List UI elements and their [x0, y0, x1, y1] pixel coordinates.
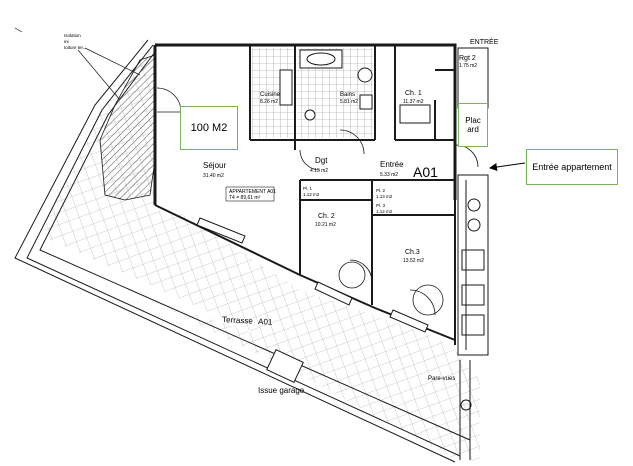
area-callout-text: 100 M2 — [190, 122, 228, 134]
room-labels: Séjour 31.40 m2 Cuisine 8.26 m2 Bains 5.… — [64, 33, 499, 395]
pare-vues-label: Pare-vues — [428, 376, 455, 382]
apartment-box-line2: T4 = 89,61 m² — [229, 195, 261, 201]
room-name-rgt2: Rgt 2 — [459, 55, 476, 62]
room-name-sejour: Séjour — [203, 161, 226, 170]
top-note-line2: ex — [64, 39, 70, 44]
exterior-walls — [153, 43, 457, 345]
room-name-bains: Bains — [340, 92, 355, 98]
terrace-name: Terrasse — [222, 315, 254, 326]
apartment-box: APPARTEMENT A01 T4 = 89,61 m² — [225, 186, 276, 202]
room-name-pl3: Pl. 3 — [376, 203, 386, 208]
leader-lines — [14, 27, 141, 101]
room-area-cuisine: 8.26 m2 — [260, 99, 278, 105]
top-note-line1: Isolation — [64, 33, 81, 38]
room-name-ch3: Ch.3 — [405, 249, 420, 256]
edge-label: ENTRÉE — [470, 37, 499, 46]
room-name-entree: Entrée — [380, 160, 404, 169]
entree-appartement-text: Entrée appartement — [532, 162, 612, 172]
room-area-ch3: 13.52 m2 — [403, 258, 424, 264]
apartment-box-line1: APPARTEMENT A01 — [229, 189, 276, 195]
area-callout: 100 M2 — [180, 106, 238, 150]
room-name-dgt: Dgt — [315, 156, 328, 165]
room-area-bains: 5.81 m2 — [340, 99, 358, 105]
room-name-pl1: Pl. 1 — [303, 186, 313, 191]
fixtures — [279, 49, 431, 124]
room-area-pl3: 1.12 m2 — [376, 209, 393, 214]
room-area-ch2: 10.21 m2 — [315, 222, 336, 228]
room-area-rgt2: 1.75 m2 — [459, 63, 477, 69]
placard-line1: Plac — [465, 116, 481, 125]
entree-appartement-callout: Entrée appartement — [526, 149, 618, 185]
room-name-cuisine: Cuisine — [260, 92, 281, 98]
terrace-code: A01 — [258, 317, 273, 327]
placard-line2: ard — [467, 125, 479, 134]
entry-arrow — [489, 162, 526, 171]
room-area-pl2: 1.13 m2 — [376, 194, 393, 199]
room-area-dgt: 4.15 m2 — [310, 168, 328, 174]
room-area-ch1: 11.37 m2 — [403, 99, 424, 105]
issue-garage-label: Issue garage — [258, 386, 305, 395]
room-name-pl2: Pl. 2 — [376, 188, 386, 193]
top-note-line3: toiture ter... — [64, 45, 87, 50]
hatched-zone — [99, 54, 156, 201]
room-name-ch1: Ch. 1 — [405, 90, 422, 97]
room-area-pl1: 1.12 m2 — [303, 192, 320, 197]
room-name-ch2: Ch. 2 — [318, 213, 335, 220]
room-area-sejour: 31.40 m2 — [203, 173, 224, 179]
unit-code: A01 — [413, 164, 438, 180]
placard-callout: Plac ard — [458, 103, 488, 147]
interior-walls — [249, 45, 455, 305]
windows — [196, 217, 429, 383]
room-area-entree: 5.33 m2 — [380, 172, 398, 178]
adjacent-area — [457, 47, 489, 460]
